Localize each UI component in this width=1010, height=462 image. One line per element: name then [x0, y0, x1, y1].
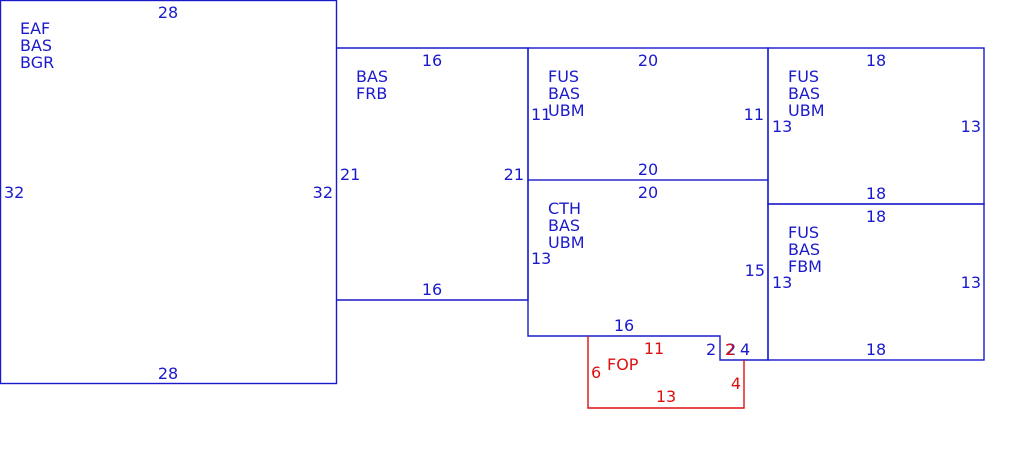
room-fus-ubm-1: FUS BAS UBM 20 20 11 11: [531, 51, 764, 179]
dimension-label: 18: [866, 51, 886, 70]
room-fus-fbm-outline: [767, 203, 985, 361]
dimension-label: 13: [531, 249, 551, 268]
dimension-label: 16: [422, 280, 442, 299]
dimension-label: 13: [772, 117, 792, 136]
dimension-label: 2: [706, 340, 716, 359]
dimension-label: 13: [772, 273, 792, 292]
dimension-label: 4: [731, 374, 741, 393]
dimension-label: 28: [158, 3, 178, 22]
room-bas-frb-code-2: FRB: [356, 84, 387, 103]
room-eaf-code-1: EAF: [20, 19, 50, 38]
dimension-label: 2: [725, 340, 735, 359]
room-fus-ubm-2-code-2: BAS: [788, 84, 820, 103]
room-fus-ubm-1-code-3: UBM: [548, 101, 585, 120]
dimension-label: 16: [614, 316, 634, 335]
dimension-label: 4: [740, 340, 750, 359]
dimension-label: 21: [340, 165, 360, 184]
room-cth-code-1: CTH: [548, 199, 581, 218]
room-fus-fbm: FUS BAS FBM 18 18 13 13 4: [740, 207, 981, 359]
room-fop-outline: [587, 336, 745, 409]
dimension-label: 18: [866, 207, 886, 226]
room-fus-fbm-code-3: FBM: [788, 257, 822, 276]
dimension-label: 20: [638, 51, 658, 70]
room-eaf-outline: [0, 0, 338, 385]
room-bas-frb: BAS FRB 16 16 21 21: [340, 51, 524, 299]
room-eaf-code-2: BAS: [20, 36, 52, 55]
room-fop: FOP 11 13 6 4 2: [591, 339, 741, 406]
dimension-label: 32: [4, 183, 24, 202]
room-cth: CTH BAS UBM 20 16 13 15 2 2: [531, 183, 765, 359]
dimension-label: 28: [158, 364, 178, 383]
room-fus-ubm-2: FUS BAS UBM 18 18 13 13: [772, 51, 981, 203]
dimension-label: 18: [866, 184, 886, 203]
room-fus-ubm-2-code-3: UBM: [788, 101, 825, 120]
dimension-label: 21: [504, 165, 524, 184]
dimension-label: 11: [744, 105, 764, 124]
room-bas-frb-code-1: BAS: [356, 67, 388, 86]
room-eaf-code-3: BGR: [20, 53, 54, 72]
dimension-label: 2: [726, 340, 736, 359]
dimension-label: 13: [961, 273, 981, 292]
dimension-label: 11: [531, 105, 551, 124]
room-cth-code-2: BAS: [548, 216, 580, 235]
dimension-label: 20: [638, 183, 658, 202]
room-fop-code: FOP: [607, 355, 639, 374]
dimension-label: 32: [313, 183, 333, 202]
dimension-label: 16: [422, 51, 442, 70]
room-fus-ubm-1-code-2: BAS: [548, 84, 580, 103]
dimension-label: 13: [656, 387, 676, 406]
room-fus-ubm-2-code-1: FUS: [788, 67, 819, 86]
room-fus-fbm-code-1: FUS: [788, 223, 819, 242]
room-cth-code-3: UBM: [548, 233, 585, 252]
room-fus-fbm-code-2: BAS: [788, 240, 820, 259]
dimension-label: 13: [961, 117, 981, 136]
room-fus-ubm-1-code-1: FUS: [548, 67, 579, 86]
dimension-label: 18: [866, 340, 886, 359]
room-eaf: EAF BAS BGR 28 28 32 32: [4, 3, 333, 383]
dimension-label: 11: [644, 339, 664, 358]
dimension-label: 15: [745, 261, 765, 280]
dimension-label: 20: [638, 160, 658, 179]
dimension-label: 6: [591, 363, 601, 382]
